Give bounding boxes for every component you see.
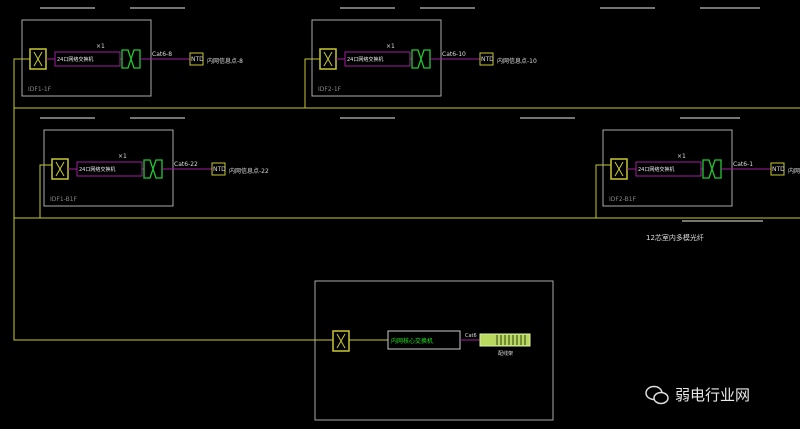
idf-block xyxy=(21,19,204,97)
info-points-label: 内网信息点-10 xyxy=(497,58,537,65)
info-points-label: 内网信息点-22 xyxy=(229,168,269,175)
idf-block xyxy=(43,129,226,207)
ntd-label: NTD xyxy=(481,56,494,63)
cable-label: Cat6-1 xyxy=(733,161,754,168)
switch-label: 24口网络交换机 xyxy=(57,57,94,63)
idf-block xyxy=(602,129,785,207)
info-points-label: 内网 xyxy=(788,168,800,175)
ntd-label: NTD xyxy=(191,56,204,63)
switch-qty: ×1 xyxy=(677,153,686,160)
idf-name: IDF1-B1F xyxy=(50,196,77,203)
watermark-text: 弱电行业网 xyxy=(675,386,751,404)
patch-icon xyxy=(143,159,163,179)
switch-qty: ×1 xyxy=(96,43,105,50)
watermark: 弱电行业网 xyxy=(645,384,750,405)
patch-icon xyxy=(411,49,431,69)
fiber-label: 12芯室内多模光纤 xyxy=(646,234,704,242)
dim-lines xyxy=(40,7,763,222)
ntd-label: NTD xyxy=(213,166,226,173)
idf-name: IDF2-B1F xyxy=(609,196,636,203)
idf-block xyxy=(311,19,494,97)
patch-icon xyxy=(702,159,722,179)
fiber-backbone xyxy=(13,58,800,341)
ntd-box xyxy=(479,52,494,66)
core-cable-label: Cat6 xyxy=(465,333,477,339)
odf-icon xyxy=(332,330,350,352)
cable-label: Cat6-22 xyxy=(174,161,198,168)
cable-label: Cat6-10 xyxy=(442,51,466,58)
ntd-box xyxy=(189,52,204,66)
idf-name: IDF1-1F xyxy=(28,86,52,93)
idf-name: IDF2-1F xyxy=(318,86,342,93)
switch-qty: ×1 xyxy=(118,153,127,160)
ntd-box xyxy=(770,162,785,176)
switch-label: 24口网络交换机 xyxy=(347,57,384,63)
core-room xyxy=(314,280,554,421)
switch-label: 24口网络交换机 xyxy=(638,167,675,173)
patch-icon xyxy=(121,49,141,69)
wechat-icon xyxy=(645,385,669,404)
patch-panel-label: 配线架 xyxy=(498,351,514,357)
core-switch-label: 内网核心交换机 xyxy=(391,338,434,345)
info-points-label: 内网信息点-8 xyxy=(207,58,243,65)
switch-label: 24口网络交换机 xyxy=(79,167,116,173)
ntd-box xyxy=(211,162,226,176)
ntd-label: NTD xyxy=(772,166,785,173)
cable-label: Cat6-8 xyxy=(152,51,173,58)
switch-qty: ×1 xyxy=(386,43,395,50)
